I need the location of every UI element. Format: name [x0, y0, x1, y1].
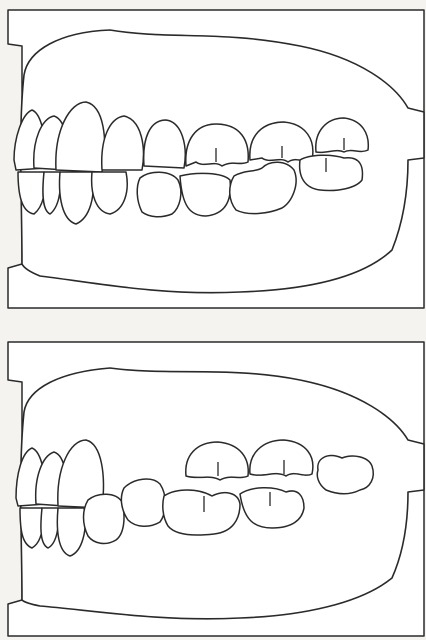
top-lower-molar-2: [300, 155, 363, 190]
top-panel: [8, 10, 424, 308]
bottom-lower-premolar-2-highlighted: [121, 479, 165, 526]
top-lower-premolar-2-highlighted: [137, 172, 181, 217]
bottom-lower-premolar-1-highlighted: [84, 494, 125, 543]
bottom-upper-molar-3-highlighted: [317, 456, 373, 494]
bottom-lower-molar-1: [163, 490, 240, 535]
bottom-panel: [8, 342, 424, 636]
